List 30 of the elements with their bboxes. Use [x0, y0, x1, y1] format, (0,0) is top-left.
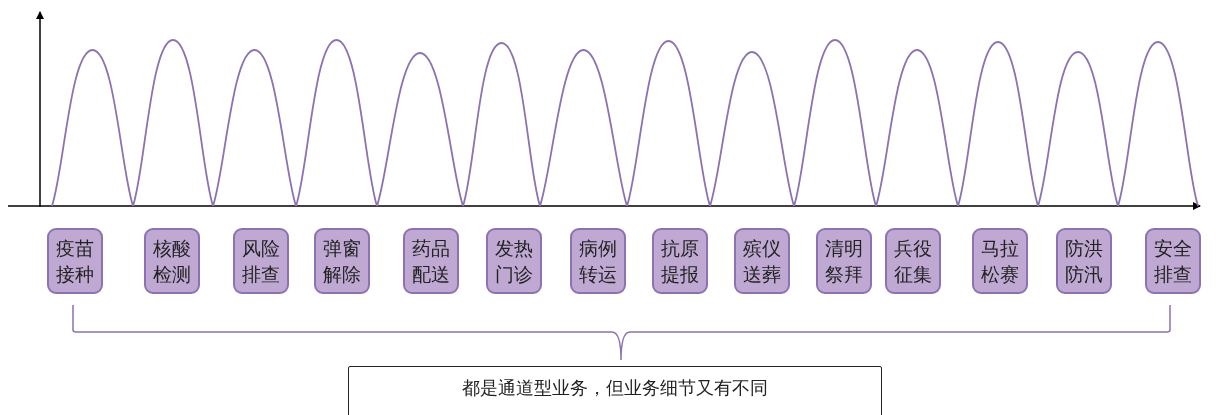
process-box [652, 228, 708, 294]
box-label: 风险排查 [241, 236, 281, 287]
process-box [570, 228, 626, 294]
box-label: 殡仪送葬 [742, 236, 782, 287]
box-label: 抗原提报 [660, 236, 700, 287]
process-box [314, 228, 370, 294]
process-box [233, 228, 289, 294]
process-box [1145, 228, 1201, 294]
box-label: 清明祭拜 [824, 236, 864, 287]
process-box [734, 228, 790, 294]
process-box [403, 228, 459, 294]
box-label: 马拉松赛 [980, 236, 1020, 287]
process-box [885, 228, 941, 294]
box-label: 核酸检测 [152, 236, 192, 287]
process-box [816, 228, 872, 294]
process-box [1056, 228, 1112, 294]
box-label: 病例转运 [578, 236, 618, 287]
box-label: 兵役征集 [893, 236, 933, 287]
note-box [348, 366, 882, 415]
box-label: 药品配送 [411, 236, 451, 287]
box-label: 疫苗接种 [55, 236, 95, 287]
process-box [47, 228, 103, 294]
process-box [972, 228, 1028, 294]
process-box [486, 228, 542, 294]
box-label: 发热门诊 [494, 236, 534, 287]
box-label: 防洪防汛 [1064, 236, 1104, 287]
box-label: 弹窗解除 [322, 236, 362, 287]
process-box [144, 228, 200, 294]
note-text: 都是通道型业务，但业务细节又有不同 [462, 376, 768, 400]
box-label: 安全排查 [1153, 236, 1193, 287]
